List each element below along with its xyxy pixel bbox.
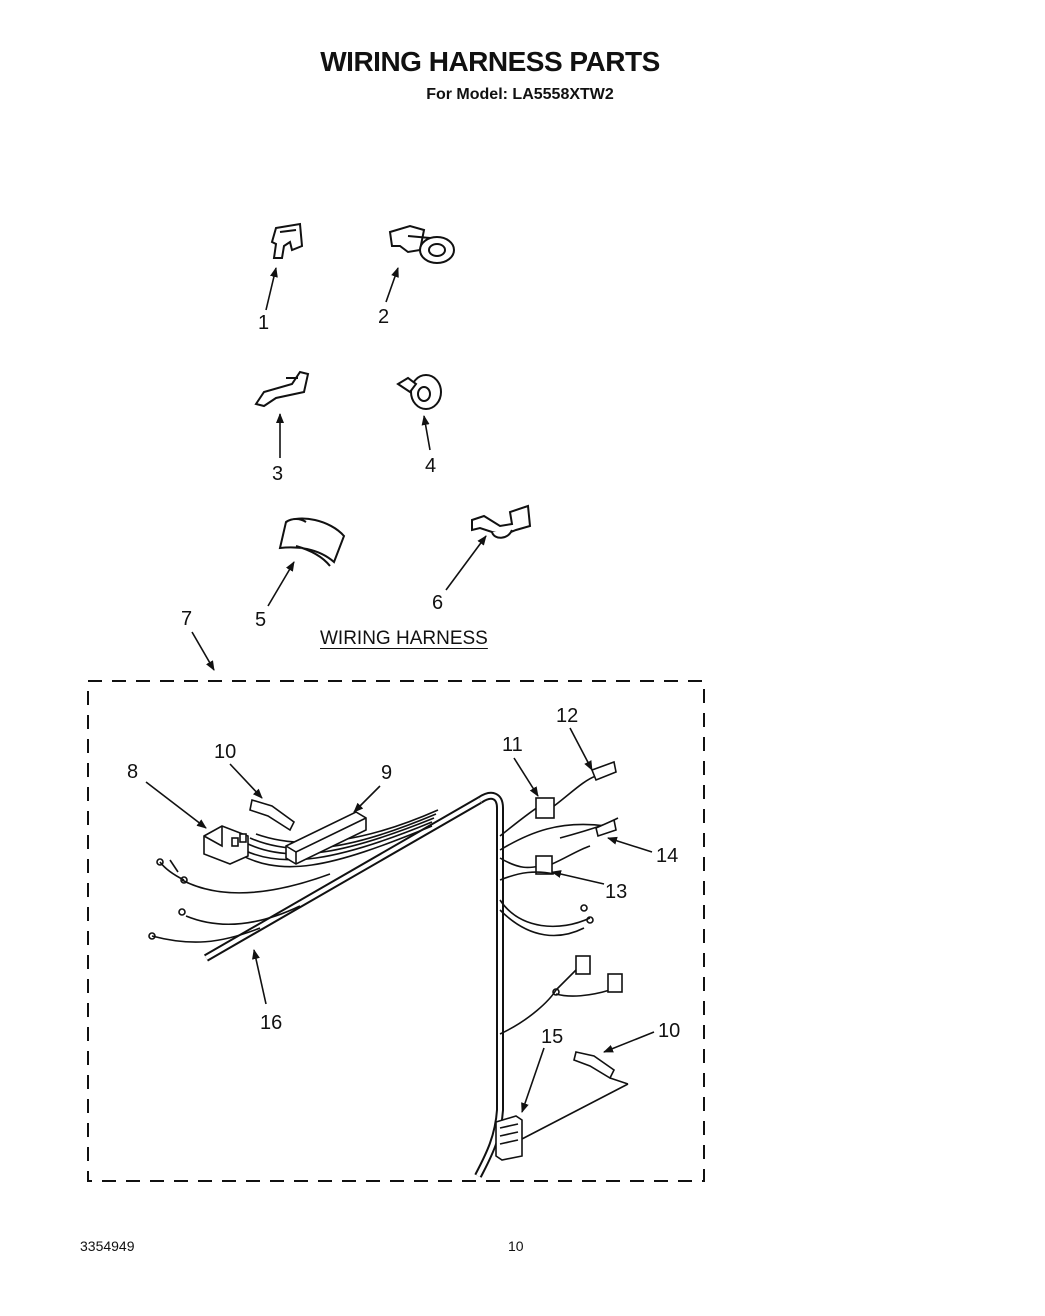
harness-boundary: [87, 680, 705, 1182]
callout-3: 3: [272, 463, 283, 485]
leader-arrows: [145, 267, 655, 1113]
callout-15: 15: [541, 1026, 563, 1048]
callout-1: 1: [258, 312, 269, 334]
callout-7: 7: [181, 608, 192, 630]
wire-hook-icon: [254, 370, 310, 408]
wiring-harness-heading: WIRING HARNESS: [320, 628, 488, 649]
callout-16: 16: [260, 1012, 282, 1034]
footer-page-number: 10: [508, 1238, 524, 1254]
callout-10-right: 10: [658, 1020, 680, 1042]
cable-clamp-icon: [388, 224, 455, 264]
page-title: WIRING HARNESS PARTS: [320, 46, 660, 77]
callout-labels: 1 2 3 4 5 6 7 8 9 10 10 11 12 13 14 15 1…: [127, 306, 680, 1048]
strap-clip-icon: [471, 504, 532, 539]
callout-8: 8: [127, 761, 138, 783]
wire-clip-icon: [270, 222, 304, 259]
callout-5: 5: [255, 609, 266, 631]
callout-14: 14: [656, 845, 678, 867]
callout-12: 12: [556, 705, 578, 727]
callout-10-left: 10: [214, 741, 236, 763]
callout-2: 2: [378, 306, 389, 328]
footer-document-code: 3354949: [80, 1238, 135, 1254]
callout-13: 13: [605, 881, 627, 903]
callout-11: 11: [502, 734, 523, 756]
callout-9: 9: [381, 762, 392, 784]
model-subtitle: For Model: LA5558XTW2: [426, 86, 614, 103]
ring-clip-icon: [396, 374, 442, 410]
wire-sleeve-icon: [278, 517, 346, 567]
callout-6: 6: [432, 592, 443, 614]
callout-4: 4: [425, 455, 436, 477]
wiring-harness-assembly: [148, 760, 629, 1178]
